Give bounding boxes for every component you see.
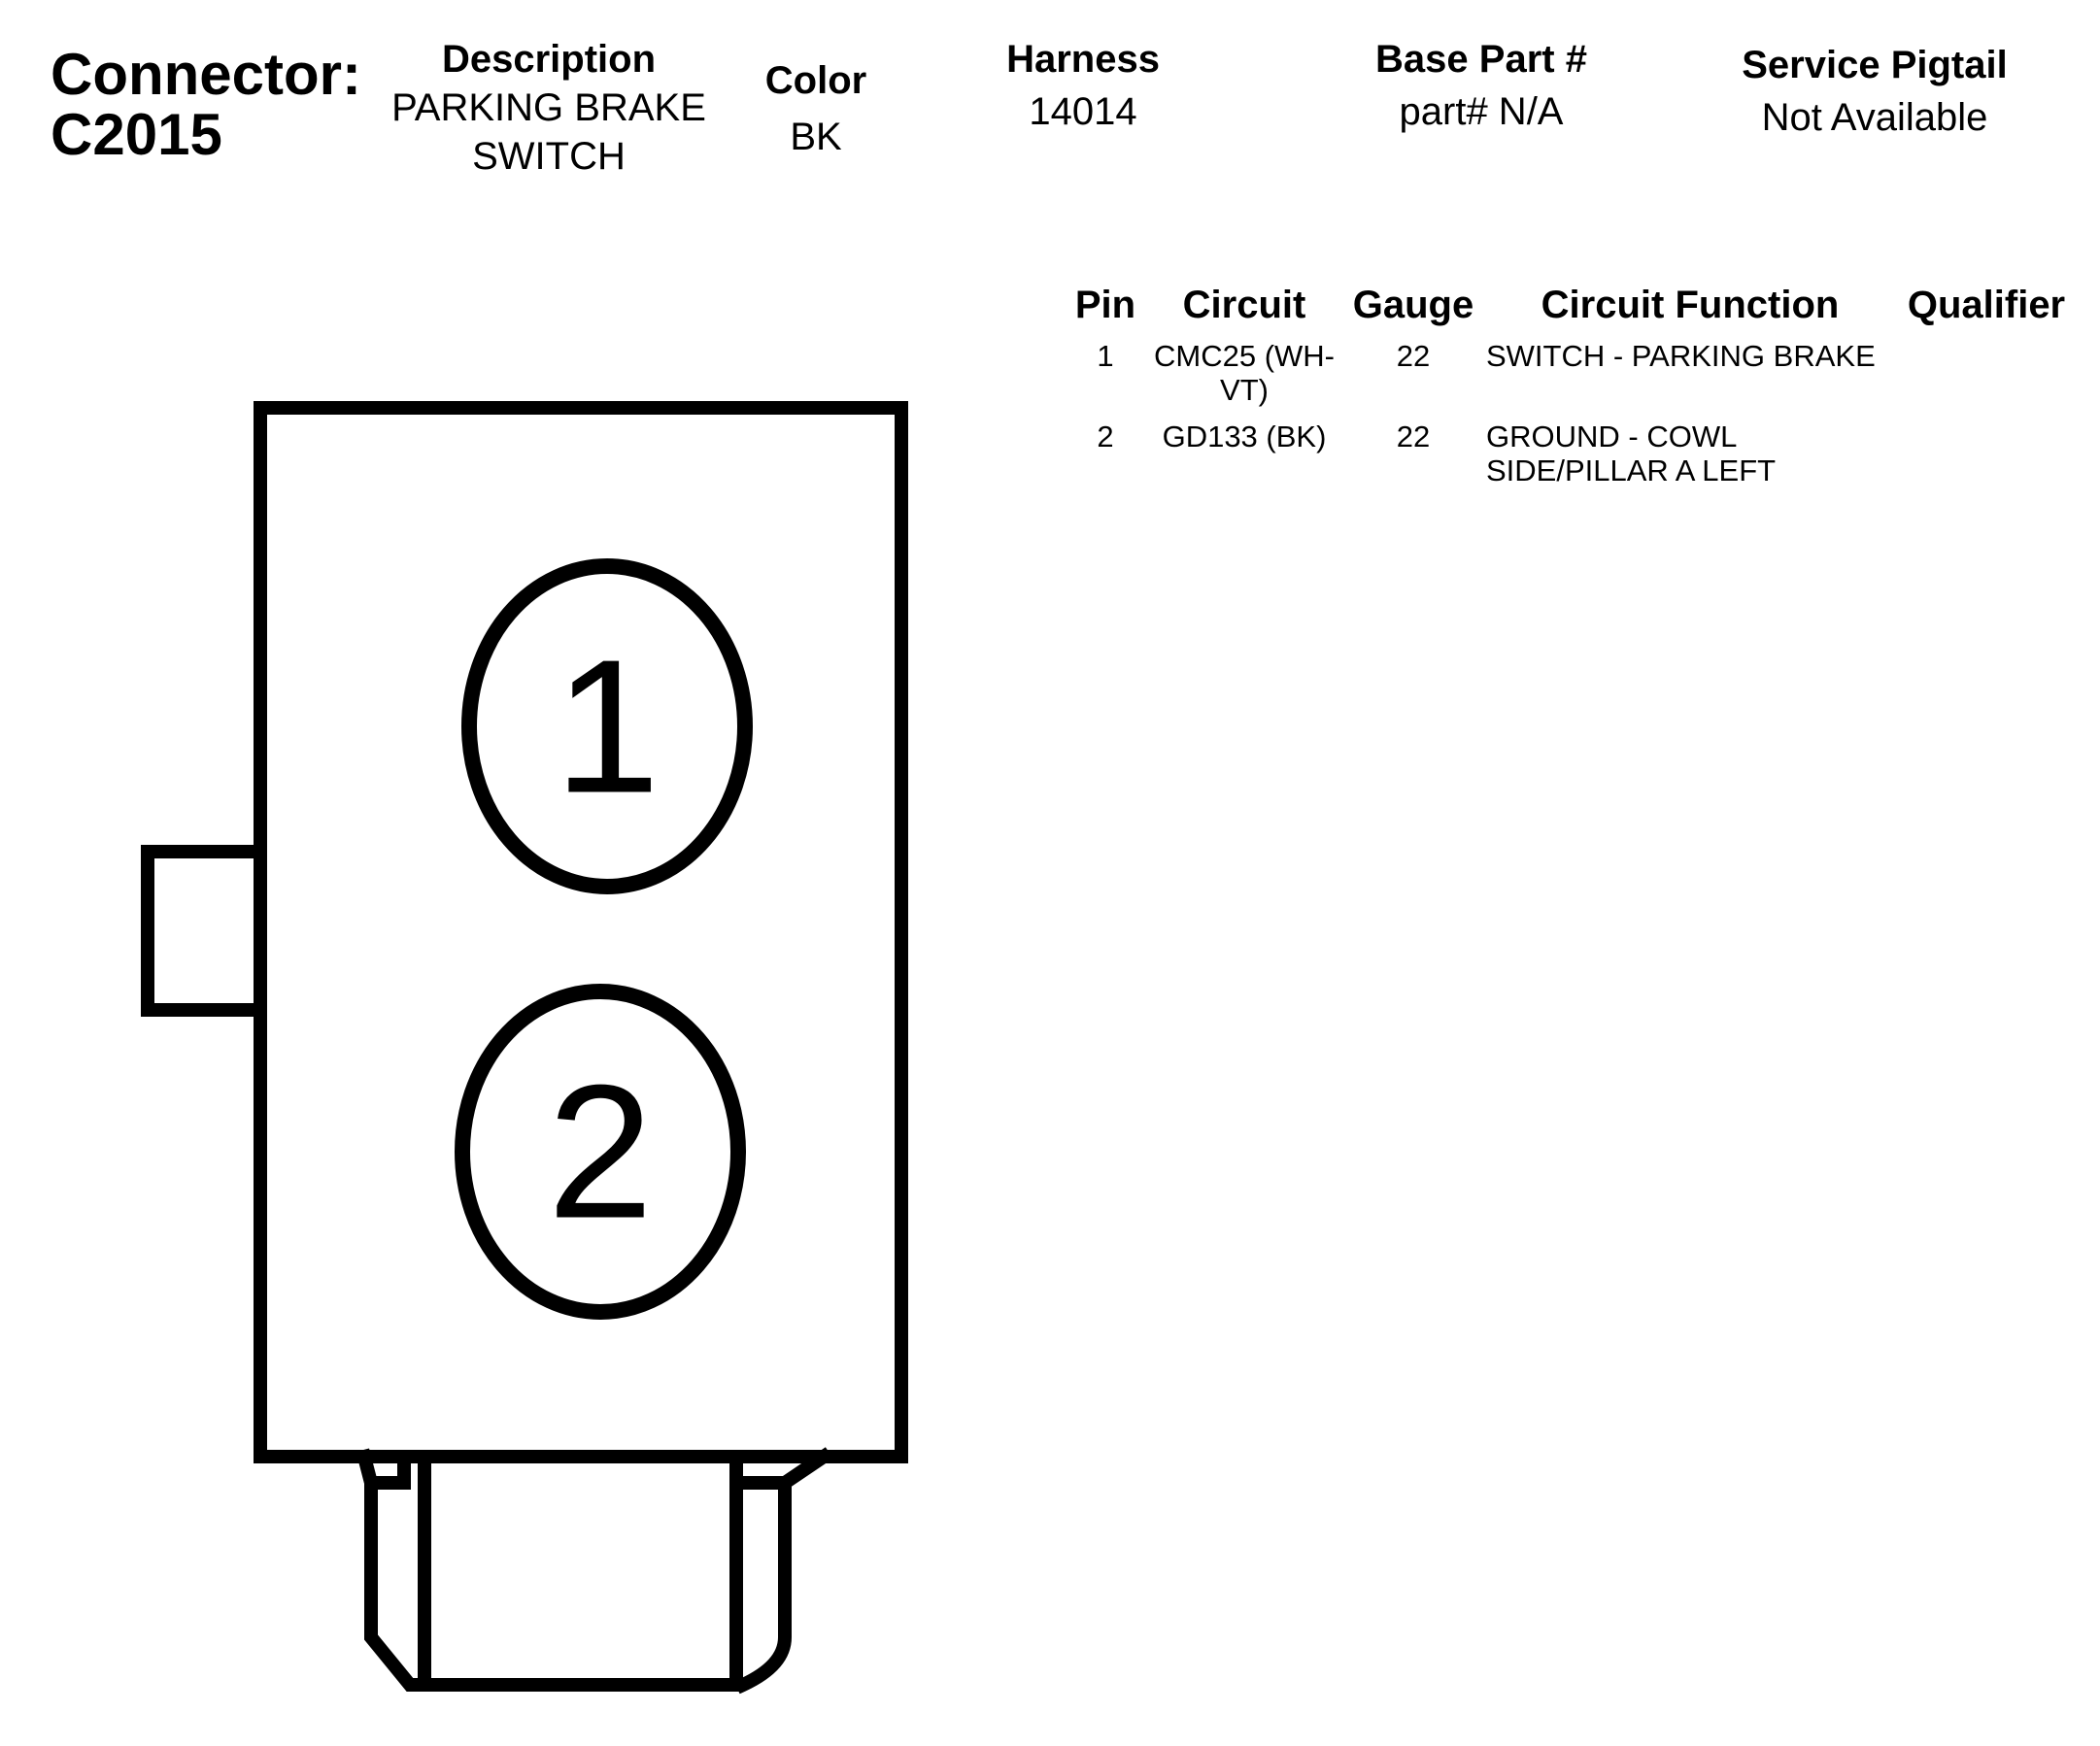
description-line2: SWITCH <box>472 135 626 178</box>
connector-id: C2015 <box>51 102 222 167</box>
pin-cavity-label-1: 1 <box>554 621 660 833</box>
pin-number: 2 <box>1097 420 1114 453</box>
service-pigtail-value: Not Available <box>1761 96 1988 139</box>
circuit-column-header: Circuit <box>1182 284 1306 326</box>
pin-cavity-2 <box>455 984 746 1320</box>
base-part-column: Base Part # part# N/A <box>1340 37 1622 134</box>
circuit-function-line1: SWITCH - PARKING BRAKE <box>1486 339 1876 373</box>
circuit-code-line2: VT) <box>1220 373 1269 407</box>
description-line1: PARKING BRAKE <box>391 86 706 129</box>
pin-number: 1 <box>1097 339 1114 373</box>
gauge-column-header: Gauge <box>1352 284 1474 326</box>
connector-body <box>254 401 908 1463</box>
pin-column-header: Pin <box>1074 284 1136 326</box>
pin-cavity-label-2: 2 <box>547 1046 653 1259</box>
circuit-function-line2: SIDE/PILLAR A LEFT <box>1486 453 1777 487</box>
connector-label: Connector: <box>51 42 361 107</box>
circuit-function: GROUND - COWL SIDE/PILLAR A LEFT <box>1486 420 1914 487</box>
pin-cavity-1 <box>461 558 753 894</box>
circuit-function-line1: GROUND - COWL <box>1486 420 1738 453</box>
service-pigtail-label: Service Pigtail <box>1742 44 2008 86</box>
wire-gauge: 22 <box>1396 339 1431 373</box>
harness-column: Harness 14014 <box>971 37 1195 134</box>
circuit-code: CMC25 (WH- VT) <box>1142 339 1346 407</box>
harness-label: Harness <box>1006 38 1160 81</box>
service-pigtail-column: Service Pigtail Not Available <box>1690 43 2059 140</box>
circuit-code: GD133 (BK) <box>1142 420 1346 453</box>
connector-bottom-latch <box>356 1447 833 1695</box>
color-label: Color <box>764 59 867 102</box>
circuit-function: SWITCH - PARKING BRAKE <box>1486 339 1914 373</box>
qualifier-column-header: Qualifier <box>1907 284 2066 326</box>
connector-side-tab <box>141 845 267 1017</box>
color-value: BK <box>790 116 842 158</box>
circuit-code-line1: CMC25 (WH- <box>1154 339 1335 373</box>
circuit-code-line1: GD133 (BK) <box>1162 420 1327 453</box>
base-part-value: part# N/A <box>1399 90 1564 133</box>
description-label: Description <box>441 38 657 81</box>
circuit-function-column-header: Circuit Function <box>1541 284 1840 326</box>
description-column: Description PARKING BRAKE SWITCH <box>369 37 728 179</box>
wire-gauge: 22 <box>1396 420 1431 453</box>
base-part-label: Base Part # <box>1375 38 1587 81</box>
harness-value: 14014 <box>1029 90 1137 133</box>
color-column: Color BK <box>738 58 894 159</box>
